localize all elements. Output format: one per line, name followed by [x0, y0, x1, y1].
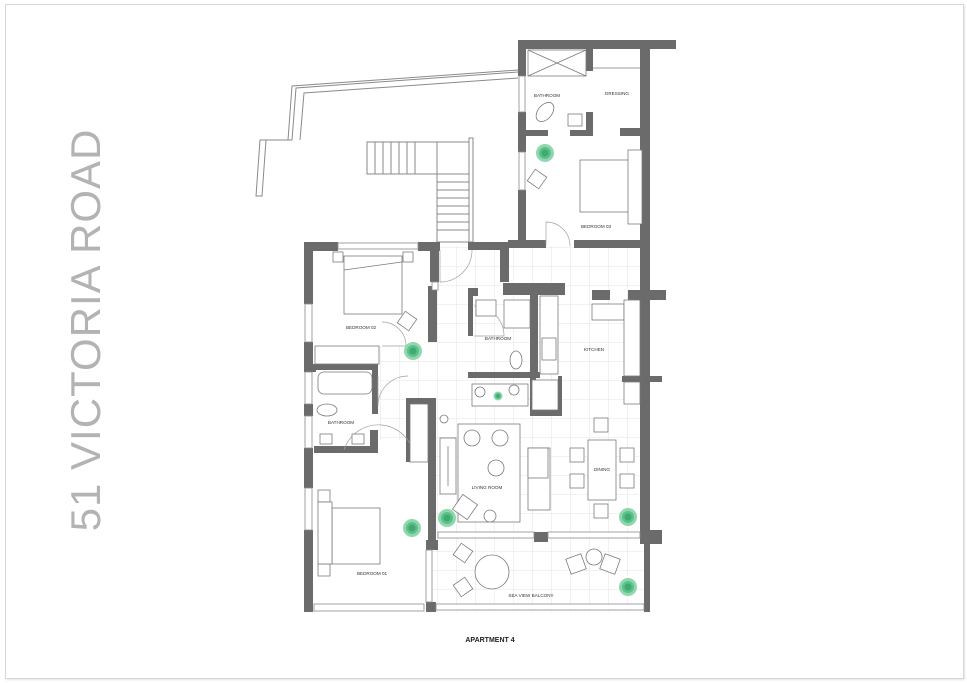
terrace-parapet [255, 69, 519, 197]
windows [304, 75, 645, 612]
room-label-dining: DINING [594, 467, 611, 472]
room-label-balcony: SEA VIEW BALCONY [508, 593, 553, 598]
room-label-bathroom-left: BATHROOM [328, 420, 354, 425]
room-labels: BATHROOM DRESSING BEDROOM 03 BEDROOM 02 … [328, 91, 630, 598]
room-label-living-room: LIVING ROOM [472, 485, 503, 490]
room-label-bathroom-center: BATHROOM [485, 336, 511, 341]
staircase [366, 137, 474, 243]
room-label-bedroom-01: BEDROOM 01 [357, 571, 388, 576]
furniture [314, 49, 643, 598]
apartment-caption: APARTMENT 4 [465, 637, 515, 644]
room-label-dressing: DRESSING [605, 91, 629, 96]
room-label-bedroom-02: BEDROOM 02 [346, 325, 377, 330]
room-label-bathroom-3: BATHROOM [534, 93, 560, 98]
room-label-kitchen: KITCHEN [584, 347, 604, 352]
room-label-bedroom-03: BEDROOM 03 [581, 224, 612, 229]
